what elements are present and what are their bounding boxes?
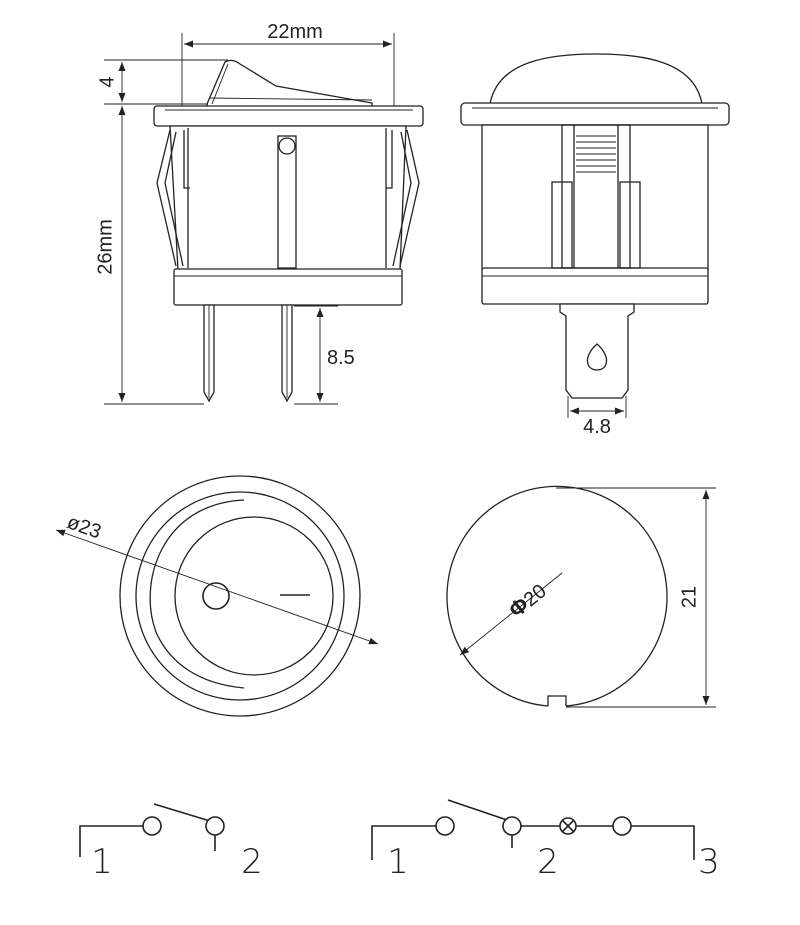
- rocker-height-label: 4: [96, 76, 118, 87]
- base-band: [173, 268, 403, 306]
- lamp-contact-3-circle: [612, 816, 632, 836]
- mounting-flange: [153, 105, 424, 127]
- top-view-drawing: ø23: [55, 475, 379, 717]
- cutout-diameter-label: Φ20: [504, 578, 551, 623]
- front-view-drawing: 4.8: [460, 53, 730, 438]
- terminal-width-label: 4.8: [583, 416, 611, 438]
- lamp-icon: [559, 817, 577, 835]
- front-switch-body: [481, 124, 709, 270]
- inner-bezel: [135, 491, 345, 701]
- lamp-terminal-2-label: 2: [537, 842, 559, 882]
- spst-schematic: 1 2: [79, 803, 263, 882]
- spring-coil: [576, 135, 616, 173]
- panel-cutout-drawing: Φ20 21: [446, 485, 716, 708]
- spst-terminal-2-label: 2: [241, 842, 263, 882]
- outer-diameter-label: ø23: [64, 511, 104, 543]
- front-mounting-flange: [460, 102, 730, 126]
- width-dimension-label: 22mm: [267, 21, 323, 43]
- contact-1-circle: [142, 816, 162, 836]
- dome-actuator: [489, 53, 703, 105]
- switch-lever: [153, 803, 211, 822]
- lamp-contact-1-circle: [435, 816, 455, 836]
- lamp-switch-lever: [447, 799, 508, 821]
- keyway-notch: [547, 695, 567, 706]
- illuminated-switch-schematic: 1 2 3: [371, 799, 720, 882]
- pivot-hole: [278, 137, 296, 155]
- spst-terminal-1-label: 1: [91, 842, 113, 882]
- lamp-terminal-3-label: 3: [698, 842, 720, 882]
- front-base-band: [481, 267, 709, 305]
- lamp-contact-2-circle: [502, 816, 522, 836]
- outer-bezel: [119, 475, 361, 717]
- side-view-drawing: 22mm 4 26mm 8.5: [94, 21, 424, 405]
- cutout-diameter-leader: [459, 572, 563, 656]
- height-dimension-label: 26mm: [94, 219, 116, 275]
- contact-2-circle: [205, 816, 225, 836]
- terminal-tab-hole: [586, 343, 608, 371]
- rocker-actuator: [206, 59, 373, 108]
- cap-circle: [174, 516, 334, 676]
- cutout-height-label: 21: [678, 586, 700, 608]
- rocker-crescent: [149, 499, 245, 689]
- panel-cutout-outline: [446, 485, 668, 707]
- pin-length-label: 8.5: [327, 347, 355, 369]
- outer-diameter-leader: [55, 529, 379, 645]
- lamp-terminal-1-label: 1: [387, 842, 409, 882]
